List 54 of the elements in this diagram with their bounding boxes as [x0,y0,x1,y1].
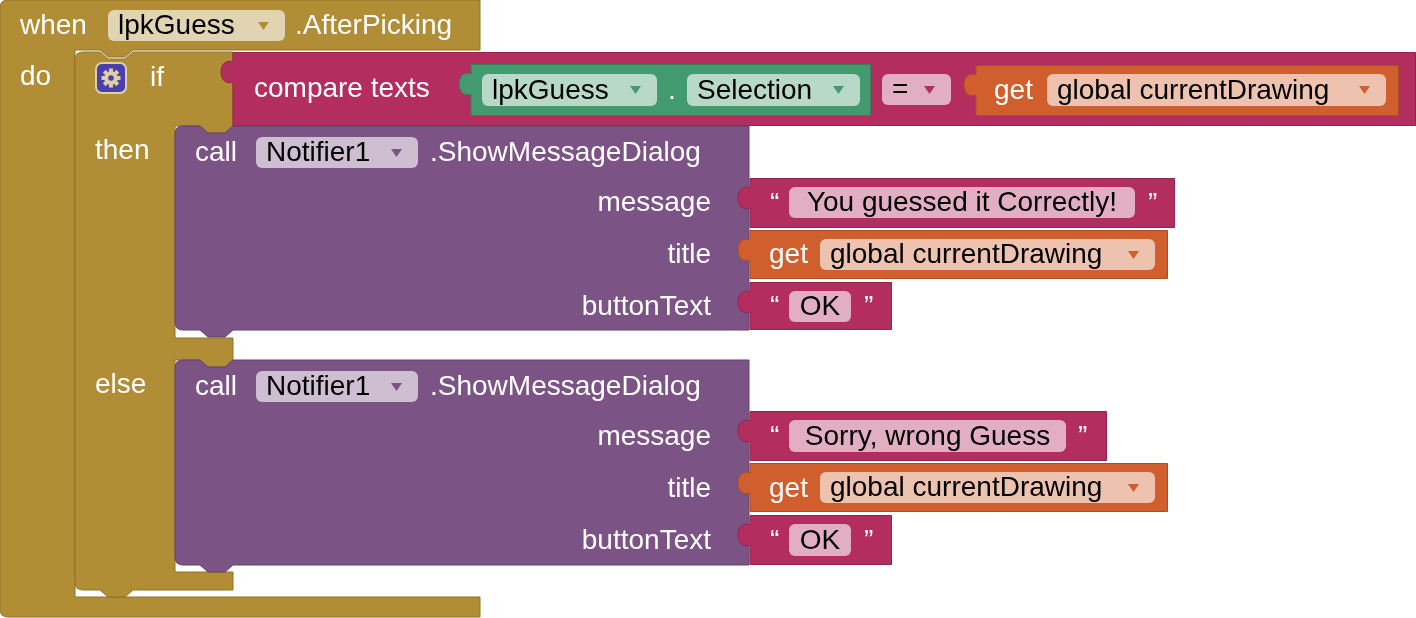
parameter-label: buttonText [581,523,711,557]
quote-mark: “ [770,523,780,557]
dropdown: Selection [687,74,860,106]
parameter-label: message [597,419,711,453]
quote-mark: “ [770,289,780,323]
keyword-label: call [195,135,237,169]
parameter-label: message [597,185,711,219]
parameter-label: buttonText [581,289,711,323]
keyword-label: else [95,367,147,401]
compare-texts-block [219,52,1416,126]
method-call-block [175,360,750,572]
method-name-label: .ShowMessageDialog [430,135,701,169]
method-call-block [175,126,750,337]
quote-mark: ” [864,523,874,557]
dropdown: global currentDrawing [820,239,1155,270]
parameter-label: title [667,471,711,505]
dropdown: lpkGuess [108,10,285,41]
text-string-block [736,178,1175,228]
text-field: OK [789,524,851,556]
method-name-label: .ShowMessageDialog [430,369,701,403]
text-string-block [736,411,1107,461]
dropdown: Notifier1 [256,371,418,402]
dropdown: Notifier1 [256,137,418,168]
dropdown: = [882,74,951,105]
dot-separator: . [668,73,676,107]
if-else-block [75,52,235,597]
parameter-label: title [667,237,711,271]
keyword-label: get [994,73,1033,107]
dropdown: lpkGuess [482,74,657,106]
keyword-label: do [20,59,52,93]
keyword-label: get [769,237,808,271]
text-field: You guessed it Correctly! [789,187,1135,218]
variable-getter-block [736,230,1168,279]
text-field: OK [789,291,851,322]
quote-mark: “ [770,419,780,453]
text-string-block [736,515,892,565]
text-string-block [736,282,892,330]
keyword-label: when [20,8,87,42]
quote-mark: ” [1148,186,1158,220]
event-name-label: .AfterPicking [295,8,453,42]
keyword-label: if [150,60,164,94]
variable-getter-block [736,463,1168,512]
keyword-label: get [769,471,808,505]
dropdown: global currentDrawing [820,472,1155,503]
quote-mark: “ [770,186,780,220]
text-field: Sorry, wrong Guess [789,420,1066,452]
keyword-label: then [95,133,150,167]
property-getter-block [457,64,871,116]
quote-mark: ” [1078,419,1088,453]
keyword-label: call [195,369,237,403]
block-label: compare texts [254,71,430,105]
dropdown: global currentDrawing [1047,74,1386,106]
quote-mark: ” [864,289,874,323]
variable-getter-block [962,65,1399,116]
